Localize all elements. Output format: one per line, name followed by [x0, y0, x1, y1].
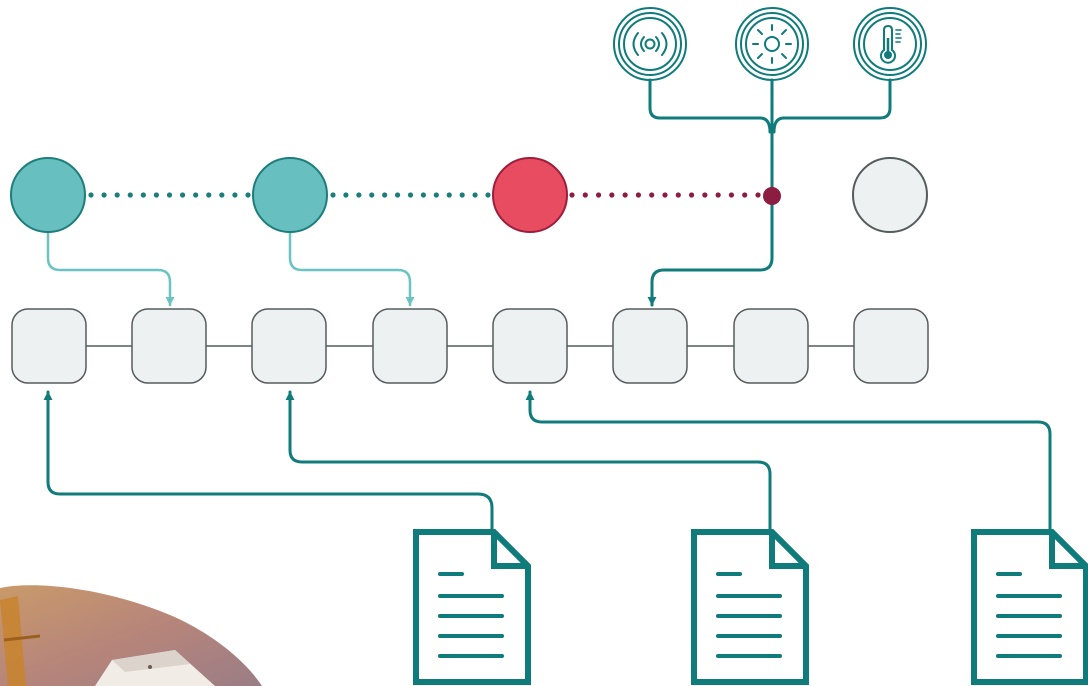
chain-block-3: [251, 308, 327, 384]
broadcast-signal-icon: [613, 7, 687, 81]
top-nodes: [10, 157, 928, 233]
chain-blocks: [11, 308, 929, 384]
dotted-link-dot: [582, 192, 588, 198]
chain-block-2: [131, 308, 207, 384]
sun-icon: [735, 7, 809, 81]
dotted-link-dot: [755, 192, 761, 198]
dotted-link-dot: [356, 192, 362, 198]
dotted-link-dot: [702, 192, 708, 198]
document-to-block-arrows: [43, 390, 1052, 532]
dotted-link-dot: [742, 192, 748, 198]
chain-block-8: [853, 308, 929, 384]
sensor-icons: [613, 7, 927, 81]
dotted-link-dot: [330, 192, 336, 198]
chain-block-7: [733, 308, 809, 384]
dotted-link-dot: [407, 192, 414, 198]
dotted-link-dot: [219, 192, 225, 198]
node-to-block-arrows: [46, 230, 415, 307]
dotted-link-dot: [179, 192, 186, 198]
top-node-4: [852, 157, 928, 233]
dotted-link-dot: [688, 192, 695, 198]
dotted-link-dot: [433, 192, 439, 198]
dotted-link-dot: [88, 192, 94, 198]
corner-photo: [0, 585, 262, 686]
documents: [413, 529, 1088, 685]
sensor-connector-lines: [647, 78, 892, 307]
dotted-link-dot: [114, 192, 120, 198]
document-icon: [413, 529, 531, 685]
dotted-link-dot: [193, 192, 199, 198]
top-node-2: [252, 157, 328, 233]
dotted-link-dot: [232, 192, 238, 198]
dotted-link-dot: [101, 192, 107, 198]
document-icon: [971, 529, 1088, 685]
dotted-link-dot: [369, 192, 375, 198]
dotted-link-dot: [446, 192, 452, 198]
dotted-link-dot: [472, 192, 478, 198]
dotted-link-dot: [166, 192, 173, 198]
dotted-link-dot: [420, 192, 427, 198]
chain-block-4: [372, 308, 448, 384]
sensor-junction-dot: [763, 187, 781, 205]
dotted-link-dot: [635, 192, 642, 198]
dotted-link-dot: [622, 192, 628, 198]
chain-block-5: [492, 308, 568, 384]
dotted-link-dot: [206, 192, 212, 198]
dotted-link-dot: [675, 192, 681, 198]
dotted-link-dot: [394, 192, 401, 198]
dotted-link-dot: [343, 192, 349, 198]
dotted-link-dot: [485, 192, 491, 198]
dotted-link-dot: [140, 192, 146, 198]
dotted-link-dot: [382, 192, 388, 198]
dotted-link-dot: [715, 192, 721, 198]
dotted-link-dot: [649, 192, 655, 198]
node-dotted-links: [88, 192, 761, 198]
top-node-3: [492, 157, 568, 233]
document-icon: [691, 529, 809, 685]
dotted-link-dot: [662, 192, 668, 198]
thermometer-icon: [853, 7, 927, 81]
dotted-link-dot: [609, 192, 615, 198]
dotted-link-dot: [459, 192, 465, 198]
dotted-link-dot: [595, 192, 602, 198]
top-node-1: [10, 157, 86, 233]
dotted-link-dot: [127, 192, 133, 198]
dotted-link-dot: [153, 192, 160, 198]
chain-block-1: [11, 308, 87, 384]
chain-block-6: [612, 308, 688, 384]
dotted-link-dot: [245, 192, 251, 198]
dotted-link-dot: [728, 192, 735, 198]
dotted-link-dot: [569, 192, 575, 198]
